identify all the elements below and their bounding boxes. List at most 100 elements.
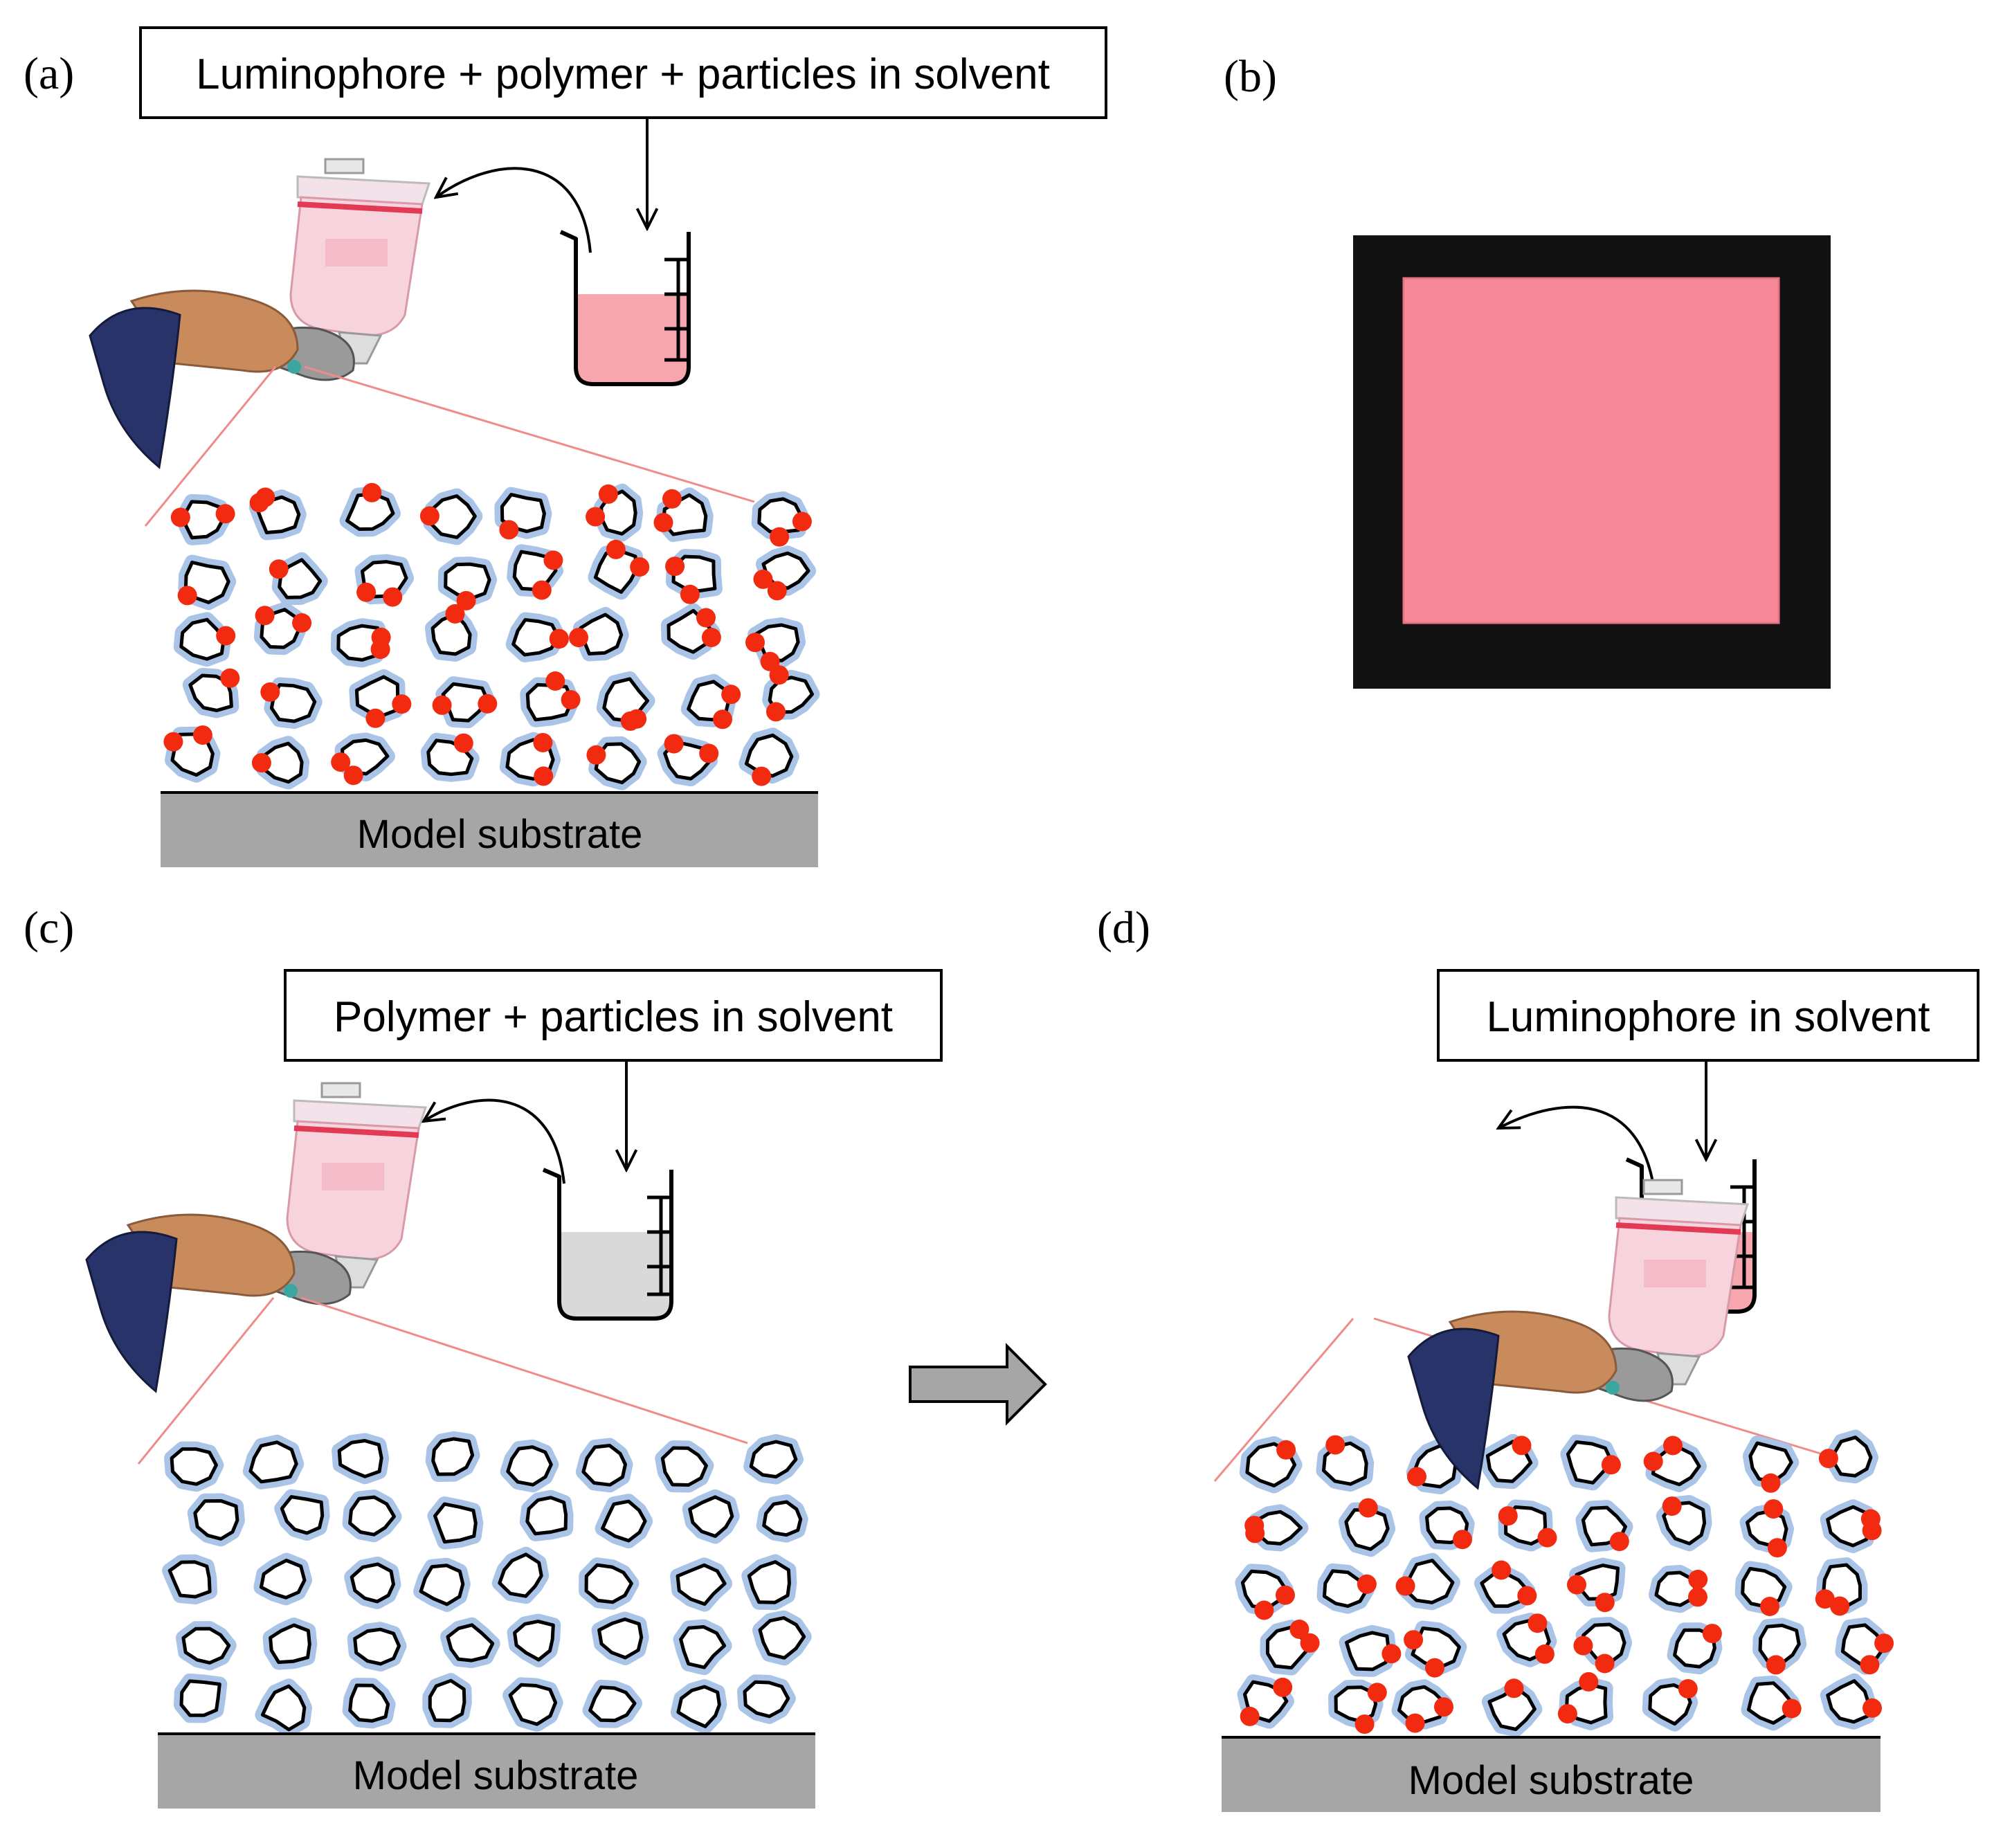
panel-a-label: (a)	[24, 48, 74, 99]
luminophore-dot	[1244, 1516, 1265, 1536]
spray-gun-icon	[89, 158, 431, 469]
luminophore-dot	[1766, 1655, 1786, 1675]
spray-line-left	[144, 366, 277, 527]
luminophore-dot	[606, 539, 626, 559]
luminophore-dot	[696, 608, 716, 628]
luminophore-dot	[1407, 1467, 1426, 1487]
particle	[508, 1683, 558, 1726]
spray-line-left	[137, 1297, 275, 1465]
particle	[337, 1439, 383, 1478]
luminophore-dot	[1404, 1630, 1424, 1650]
luminophore-dot	[1517, 1586, 1537, 1606]
luminophore-dots-a	[163, 482, 812, 786]
luminophore-dot	[478, 694, 498, 714]
luminophore-dot	[1764, 1499, 1784, 1519]
beaker-icon	[542, 1168, 673, 1321]
particle	[170, 1447, 218, 1486]
particle	[354, 675, 400, 717]
luminophore-dot	[534, 766, 554, 786]
luminophore-dot	[1874, 1633, 1894, 1654]
luminophore-dot	[653, 513, 673, 532]
particle	[269, 1623, 311, 1665]
luminophore-dot	[1504, 1678, 1524, 1698]
particle	[259, 1559, 307, 1600]
luminophore-dot	[1830, 1596, 1850, 1616]
luminophore-dot	[255, 606, 275, 626]
luminophore-dot	[586, 745, 606, 765]
curved-arrow-icon	[436, 167, 592, 253]
panel-c-label: (c)	[24, 903, 74, 953]
particle	[179, 1679, 221, 1717]
particle	[1747, 1681, 1794, 1725]
luminophore-dot	[392, 694, 412, 714]
coating-layer-c	[162, 1431, 812, 1737]
luminophore-dot	[766, 702, 786, 722]
luminophore-dot	[1860, 1509, 1880, 1529]
luminophore-dot	[753, 569, 773, 589]
particle	[581, 1444, 627, 1487]
luminophore-dot	[1528, 1613, 1548, 1633]
particle	[744, 733, 794, 778]
particles-d	[1235, 1429, 1894, 1737]
particle	[588, 1685, 637, 1723]
luminophore-dot	[713, 709, 732, 730]
particle	[446, 1623, 495, 1663]
luminophore-dot	[453, 733, 473, 753]
luminophore-dot	[1534, 1644, 1555, 1664]
particle	[260, 1684, 307, 1732]
luminophore-dot	[292, 613, 312, 633]
luminophore-dot	[1367, 1683, 1387, 1703]
luminophore-dot	[1782, 1698, 1802, 1719]
luminophore-dot	[1595, 1593, 1615, 1613]
luminophore-dot	[499, 520, 519, 540]
particle	[498, 1552, 543, 1598]
luminophore-dot	[1492, 1560, 1512, 1580]
luminophore-dot	[792, 511, 812, 532]
spray-line-left	[1213, 1318, 1354, 1482]
particle	[1323, 1569, 1369, 1609]
luminophore-dot	[445, 604, 465, 624]
luminophore-dot	[1767, 1538, 1787, 1558]
luminophore-dot	[269, 559, 289, 579]
solution-box-c-text: Polymer + particles in solvent	[334, 993, 893, 1041]
particle	[419, 1564, 465, 1606]
luminophore-dot	[1688, 1587, 1707, 1607]
luminophore-dot	[1579, 1672, 1599, 1692]
particle	[762, 1500, 803, 1537]
particle	[757, 497, 804, 534]
luminophore-dot	[419, 506, 439, 526]
particle	[747, 1560, 791, 1604]
solution-box-d-text: Luminophore in solvent	[1486, 993, 1930, 1041]
luminophore-dot	[1357, 1574, 1377, 1594]
luminophore-dot	[532, 580, 552, 600]
luminophore-dot	[1289, 1620, 1309, 1639]
substrate-a-label: Model substrate	[357, 812, 643, 857]
luminophore-dot	[1537, 1528, 1557, 1548]
luminophore-dot	[1702, 1624, 1722, 1644]
particle	[584, 1563, 633, 1604]
luminophore-dot	[255, 487, 275, 507]
luminophore-dot	[1573, 1636, 1593, 1656]
luminophore-dot	[365, 708, 386, 728]
particle	[688, 1495, 734, 1538]
luminophore-dot	[586, 507, 606, 527]
luminophore-dot	[1663, 1435, 1683, 1456]
luminophore-dot	[1240, 1706, 1260, 1726]
particle	[167, 1560, 212, 1599]
luminophore-dot	[1498, 1506, 1518, 1526]
luminophore-dot	[1300, 1633, 1320, 1653]
particle	[506, 1445, 553, 1487]
luminophore-dot	[1760, 1597, 1779, 1616]
luminophore-dot	[192, 725, 212, 745]
luminophore-dot	[1405, 1713, 1425, 1733]
luminophore-dot	[721, 685, 741, 705]
particle	[660, 1446, 708, 1487]
particle	[1826, 1679, 1870, 1724]
particles-c	[162, 1431, 812, 1737]
particle	[248, 1440, 298, 1484]
curved-arrow-icon	[1498, 1105, 1656, 1191]
luminophore-dot	[260, 682, 280, 702]
luminophore-dot	[1815, 1589, 1835, 1609]
luminophore-dot	[665, 556, 685, 577]
